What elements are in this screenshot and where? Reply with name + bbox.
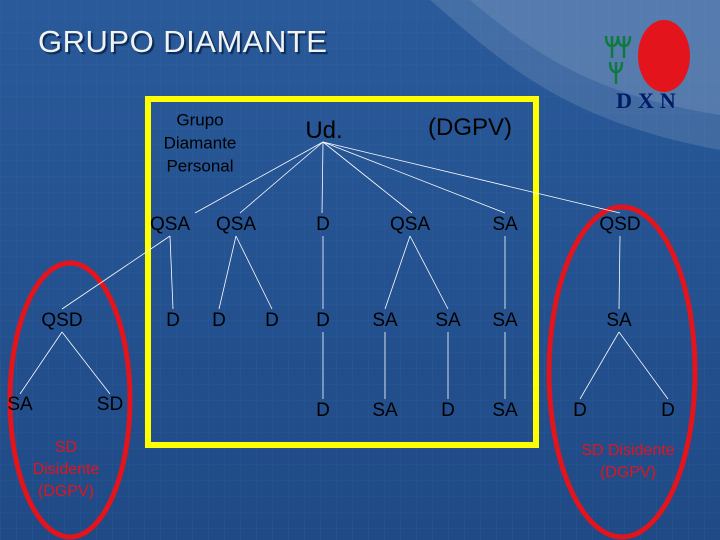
highlight-box — [145, 96, 539, 448]
node-l1-qsa-c: QSA — [389, 214, 431, 235]
node-l3-sa-left: SA — [7, 394, 33, 415]
node-l2-sa1: SA — [372, 310, 398, 331]
node-l2-sa4: SA — [606, 310, 632, 331]
node-l2-d2: D — [212, 310, 226, 331]
node-l3-d4: D — [661, 400, 675, 421]
slide-title: GRUPO DIAMANTE — [38, 24, 328, 59]
dxn-logo: DXN — [604, 20, 690, 110]
group-label-line-2: Diamante — [163, 133, 237, 153]
node-l3-sa2: SA — [492, 400, 518, 421]
node-l1-d: D — [316, 214, 330, 235]
node-l2-d3: D — [265, 310, 279, 331]
root-node: Ud. — [305, 117, 343, 144]
node-l3-d3: D — [573, 400, 587, 421]
dissident-right-line-2: (DGPV) — [600, 464, 656, 481]
group-label-line-1: Grupo — [176, 110, 224, 130]
group-personal-label: Grupo Diamante Personal — [164, 109, 237, 178]
node-l3-sd-left: SD — [96, 394, 124, 415]
node-l3-d1: D — [316, 400, 330, 421]
dissident-oval-left — [7, 260, 133, 540]
node-l2-d1: D — [166, 310, 180, 331]
node-l2-sa2: SA — [435, 310, 461, 331]
node-l1-qsa-b: QSA — [215, 214, 257, 235]
logo-text: DXN — [616, 88, 682, 110]
connector-lines — [19, 141, 669, 400]
node-l3-sa1: SA — [372, 400, 398, 421]
dissident-left-label: SD Disidente (DGPV) — [33, 437, 100, 503]
dissident-right-label: SD Disidente (DGPV) — [581, 440, 674, 484]
dissident-left-line-3: (DGPV) — [37, 483, 94, 500]
node-l3-d2: D — [441, 400, 455, 421]
node-l2-sa3: SA — [492, 310, 518, 331]
trident-icon — [604, 35, 632, 84]
root-org-label: (DGPV) — [428, 114, 512, 141]
dissident-left-line-2: Disidente — [32, 461, 100, 478]
dissident-right-line-1: SD Disidente — [581, 442, 675, 459]
node-l2-qsd: QSD — [41, 310, 83, 331]
node-l2-d4: D — [316, 310, 330, 331]
node-l1-sa: SA — [492, 214, 518, 235]
node-l1-qsa-a: QSA — [149, 214, 191, 235]
dissident-left-line-1: SD — [54, 439, 78, 456]
dissident-oval-right — [546, 204, 698, 540]
logo-red-circle — [638, 20, 690, 92]
group-label-line-3: Personal — [166, 156, 234, 176]
node-l1-qsd: QSD — [599, 214, 641, 235]
